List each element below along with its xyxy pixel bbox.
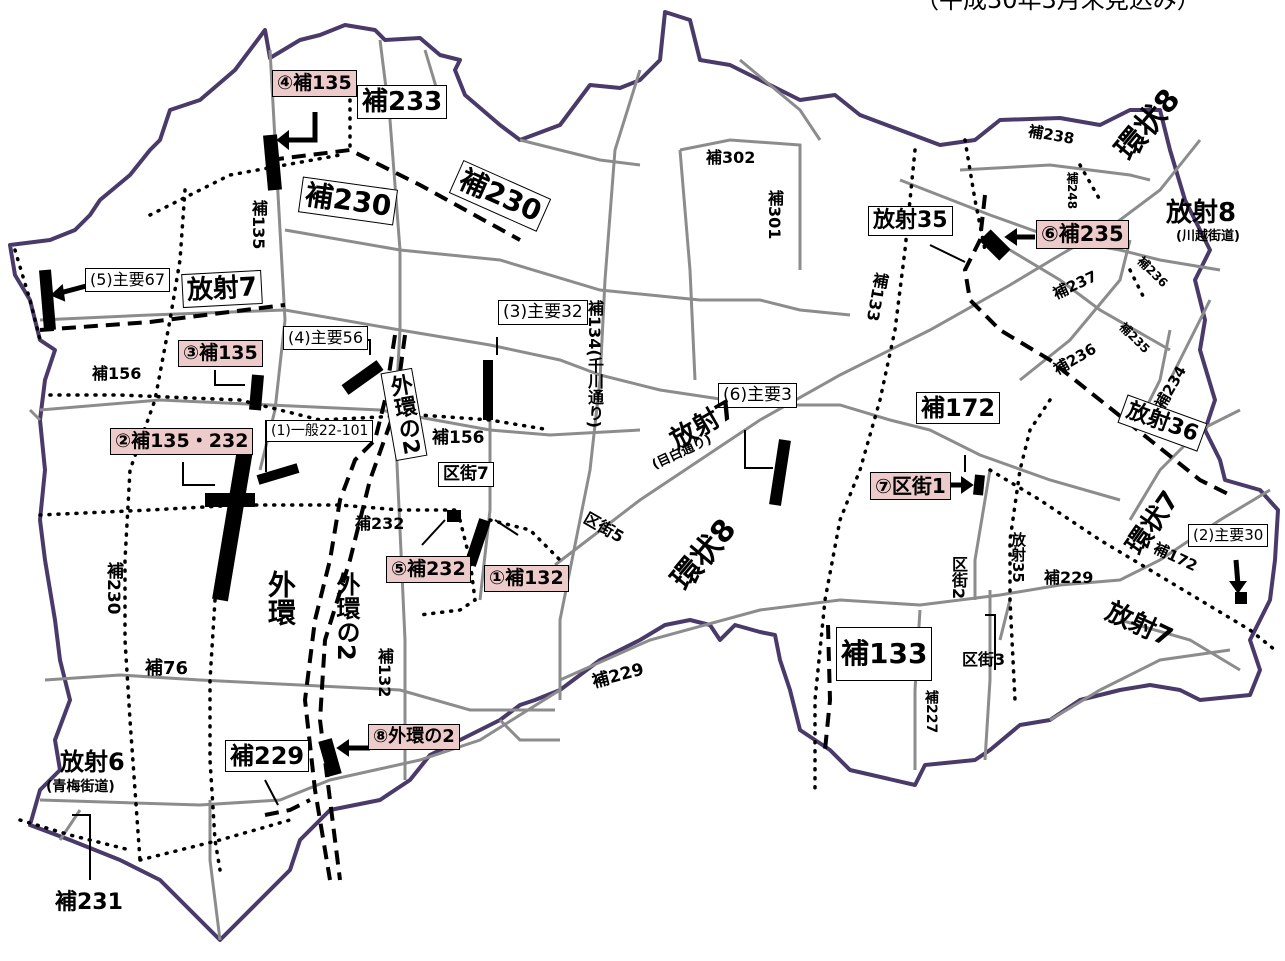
label-hoshasha8: 放射8	[1166, 198, 1237, 228]
callout-arrows	[50, 112, 1247, 880]
label-ippan22-101: (1)一般22-101	[266, 420, 374, 442]
label-shuyo3: (6)主要3	[718, 383, 797, 408]
label-shuyo56: (4)主要56	[283, 326, 369, 350]
road-label-ho248: 補248	[1065, 172, 1079, 210]
project-label-7: ⑦区街1	[870, 472, 951, 500]
existing-roads	[28, 39, 1271, 941]
project-label-1: ①補132	[484, 565, 569, 592]
project-label-4: ④補135	[272, 70, 357, 97]
label-ho172: 補172	[916, 392, 1001, 424]
project-label-8: ⑧外環の2	[368, 724, 460, 750]
planned-dotted-roads	[13, 98, 1277, 872]
label-hoshasha7-west: 放射7	[181, 269, 263, 309]
road-label-ho229-a: 補229	[1044, 568, 1094, 587]
label-hoshasha8-sub: (川越街道)	[1176, 229, 1240, 244]
road-label-ho132: 補132	[375, 648, 394, 698]
road-label-gaikan2: 外環の2	[332, 572, 360, 661]
label-ho229: 補229	[225, 740, 310, 772]
road-label-hoshasha35: 放射35	[1009, 532, 1027, 583]
road-label-ho230: 補230	[103, 562, 123, 615]
road-label-gaikan: 外環	[264, 570, 297, 626]
road-label-kugai2: 区街2	[949, 556, 968, 600]
road-label-ho231: 補231	[55, 890, 123, 915]
label-shuyo67: (5)主要67	[85, 268, 171, 292]
segment-ho232	[447, 510, 461, 522]
road-label-hoshasha6-sub: (青梅街道)	[46, 779, 115, 795]
segment-shuyo30	[1235, 592, 1247, 604]
road-label-hoshasha6: 放射6	[60, 748, 125, 776]
label-shuyo32: (3)主要32	[498, 300, 588, 325]
construction-segments	[39, 134, 1011, 777]
road-label-ho134: 補134(千川通り)	[585, 300, 604, 429]
project-label-3: ③補135	[178, 340, 263, 367]
project-label-5: ⑤補232	[386, 556, 471, 583]
label-ho133: 補133	[836, 627, 933, 681]
planned-dashed-roads	[39, 147, 1231, 881]
road-label-ho232: 補232	[355, 514, 405, 533]
date-note: （平成30年3月末見込み）	[915, 0, 1201, 14]
label-shuyo30: (2)主要30	[1188, 524, 1269, 547]
road-label-ho302: 補302	[706, 148, 756, 167]
road-label-ho135: 補135	[249, 200, 268, 250]
road-label-ho156-a: 補156	[92, 364, 142, 383]
ward-boundary	[8, 10, 1280, 942]
label-hoshasha35: 放射35	[868, 206, 953, 236]
label-kugai7: 区街7	[438, 462, 494, 487]
road-label-ho227: 補227	[923, 690, 939, 734]
project-label-6: ⑥補235	[1036, 220, 1129, 249]
label-ho233: 補233	[357, 85, 448, 119]
road-label-ho76: 補76	[145, 658, 189, 679]
project-label-2: ②補135・232	[110, 428, 254, 455]
road-label-ho301: 補301	[765, 190, 784, 240]
road-label-kugai3: 区街3	[962, 650, 1006, 669]
road-label-ho156-b: 補156	[432, 428, 485, 448]
